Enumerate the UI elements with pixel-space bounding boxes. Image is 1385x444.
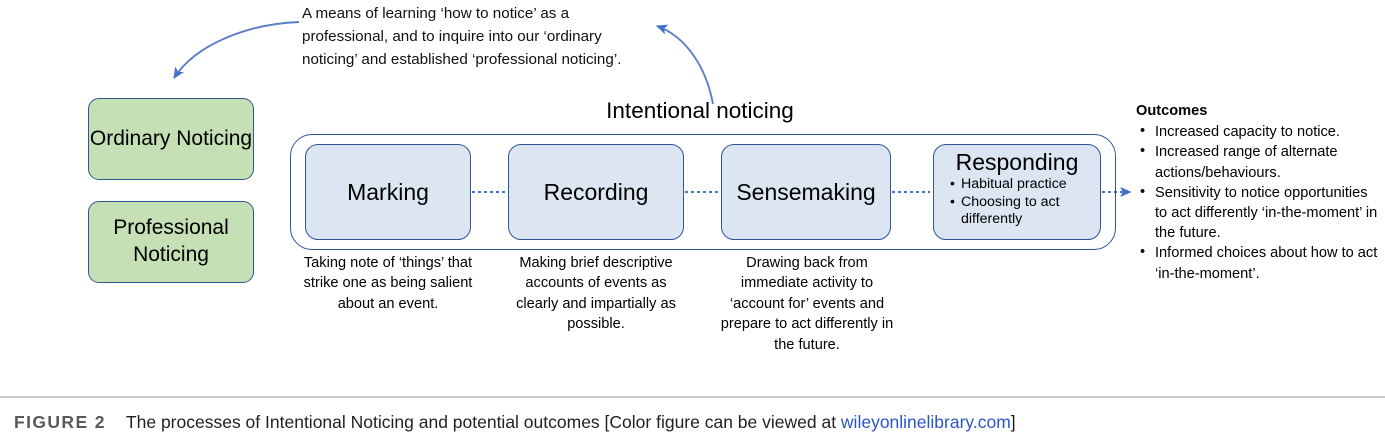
process-box-sensemaking[interactable]: Sensemaking	[721, 144, 891, 240]
figure-caption-text-before: The processes of Intentional Noticing an…	[125, 412, 841, 432]
annotation-note: A means of learning ‘how to notice’ as a…	[302, 5, 622, 69]
outcome-item: Sensitivity to notice opportunities to a…	[1136, 182, 1382, 244]
process-box-recording[interactable]: Recording	[508, 144, 684, 240]
figure-caption-text-after: ]	[1010, 412, 1016, 432]
arrow-intentional-to-note	[655, 24, 714, 105]
outcomes-panel: Outcomes Increased capacity to notice. I…	[1136, 101, 1382, 284]
outcomes-heading: Outcomes	[1136, 103, 1208, 119]
figure-label: FIGURE 2	[14, 412, 106, 432]
professional-noticing-box[interactable]: Professional Noticing	[88, 201, 254, 283]
ordinary-noticing-label: Ordinary Noticing	[89, 126, 253, 150]
description-marking: Taking note of ‘things’ that strike one …	[303, 255, 473, 312]
ordinary-noticing-box[interactable]: Ordinary Noticing	[88, 98, 254, 180]
figure-caption: FIGURE 2 The processes of Intentional Not…	[14, 412, 1374, 433]
process-box-marking-label: Marking	[347, 178, 429, 205]
responding-bullet-list: Habitual practice Choosing to act differ…	[934, 175, 1100, 229]
outcomes-list: Increased capacity to notice. Increased …	[1136, 121, 1382, 284]
process-container	[290, 134, 1116, 250]
figure-caption-link[interactable]: wileyonlinelibrary.com	[840, 412, 1011, 432]
process-box-recording-label: Recording	[543, 178, 649, 205]
process-box-responding[interactable]: Responding Habitual practice Choosing to…	[933, 144, 1101, 240]
arrow-note-to-ordinary	[173, 21, 300, 79]
professional-noticing-label: Professional Noticing	[113, 216, 229, 266]
responding-bullet-item: Choosing to act differently	[950, 193, 1096, 229]
intentional-noticing-title: Intentional noticing	[606, 98, 794, 123]
responding-content: Responding Habitual practice Choosing to…	[934, 145, 1100, 228]
caption-divider	[0, 396, 1385, 398]
process-box-sensemaking-label: Sensemaking	[736, 178, 876, 205]
description-recording: Making brief descriptive accounts of eve…	[516, 255, 676, 333]
process-box-responding-label: Responding	[955, 149, 1079, 175]
process-box-marking[interactable]: Marking	[305, 144, 471, 240]
outcome-item: Informed choices about how to act ‘in-th…	[1136, 242, 1382, 283]
outcome-item: Increased capacity to notice.	[1136, 121, 1382, 142]
outcome-item: Increased range of alternate actions/beh…	[1136, 141, 1382, 182]
responding-bullet-item: Habitual practice	[950, 175, 1096, 193]
description-sensemaking: Drawing back from immediate activity to …	[720, 255, 894, 353]
